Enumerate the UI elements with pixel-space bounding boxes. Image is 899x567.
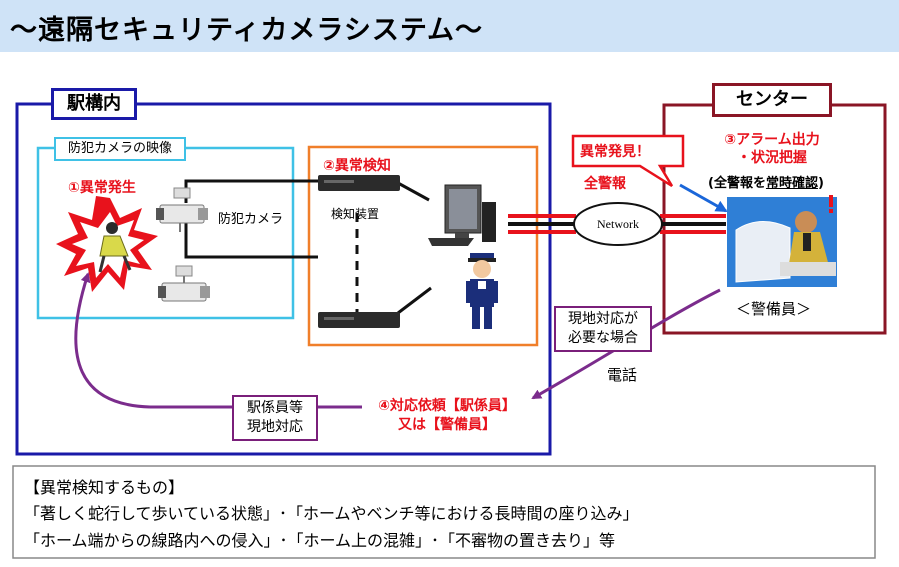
detector-device-bottom <box>318 312 400 328</box>
network-node-label: Network <box>597 217 639 231</box>
step3-note-close: ) <box>817 176 824 191</box>
onsite-needed-box: 現地対応が 必要な場合 <box>554 306 652 352</box>
security-guard-icon <box>727 195 837 287</box>
footer-line1: 「著しく蛇行して歩いている状態」･「ホームやベンチ等における長時間の座り込み」 <box>24 504 639 523</box>
camera-area-label: 防犯カメラの映像 <box>54 137 186 161</box>
step2-label: ②異常検知 <box>323 158 391 174</box>
camera-link-bottom <box>184 222 318 259</box>
footer-line2: 「ホーム端からの線路内への侵入」･「ホーム上の混雑」･「不審物の置き去り」等 <box>24 531 616 550</box>
detector-to-pc-top <box>397 181 430 202</box>
station-staff-icon <box>466 253 498 329</box>
center-label: センター <box>712 83 832 117</box>
step3-label: ③アラーム出力 ・状況把握 <box>722 131 822 167</box>
alert-callout-text: 異常発見！ <box>580 144 650 160</box>
step3-note-open: (全警報を <box>708 176 766 191</box>
detector-label: 検知装置 <box>331 207 380 221</box>
staff-onsite-box: 駅係員等 現地対応 <box>232 395 318 441</box>
network-node-shape <box>573 202 663 246</box>
detector-area-box <box>307 145 539 347</box>
camera-link-top <box>184 179 318 203</box>
step1-label: ①異常発生 <box>68 180 136 196</box>
detector-to-pc-bottom <box>397 286 432 315</box>
computer-icon <box>428 184 496 246</box>
camera-icon-top <box>156 187 208 232</box>
staff-onsite-line2: 現地対応 <box>247 419 303 435</box>
footer-box <box>12 465 876 559</box>
alert-arrow <box>679 183 728 213</box>
onsite-arrow <box>74 272 151 409</box>
step4-line1: ④対応依頼【駅係員】 <box>378 398 516 414</box>
camera-label: 防犯カメラ <box>218 212 284 227</box>
step3-line2: ・状況把握 <box>737 150 807 166</box>
incident-icon <box>56 196 158 292</box>
title-bar <box>0 0 899 52</box>
detector-device-top <box>318 175 400 191</box>
step4-line2: 又は【警備員】 <box>398 417 496 433</box>
step3-line1: ③アラーム出力 <box>724 132 820 148</box>
step3-note-emph: 常時確認 <box>765 176 818 191</box>
onsite-needed-line1: 現地対応が <box>568 311 638 327</box>
alert-callout-shape <box>571 134 685 188</box>
station-label: 駅構内 <box>51 88 137 120</box>
page-title: ～遠隔セキュリティカメラシステム～ <box>10 15 484 46</box>
step4-label: ④対応依頼【駅係員】 又は【警備員】 <box>362 397 532 435</box>
phone-label: 電話 <box>607 366 638 384</box>
camera-icon-bottom <box>158 265 210 302</box>
all-alerts-label: 全警報 <box>584 176 626 192</box>
staff-onsite-line1: 駅係員等 <box>247 400 303 416</box>
step3-note: (全警報を常時確認) <box>708 172 824 191</box>
onsite-needed-line2: 必要な場合 <box>568 330 638 346</box>
footer-heading: 【異常検知するもの】 <box>24 478 185 497</box>
guard-label: ＜警備員＞ <box>736 300 812 318</box>
station-box <box>15 102 552 456</box>
